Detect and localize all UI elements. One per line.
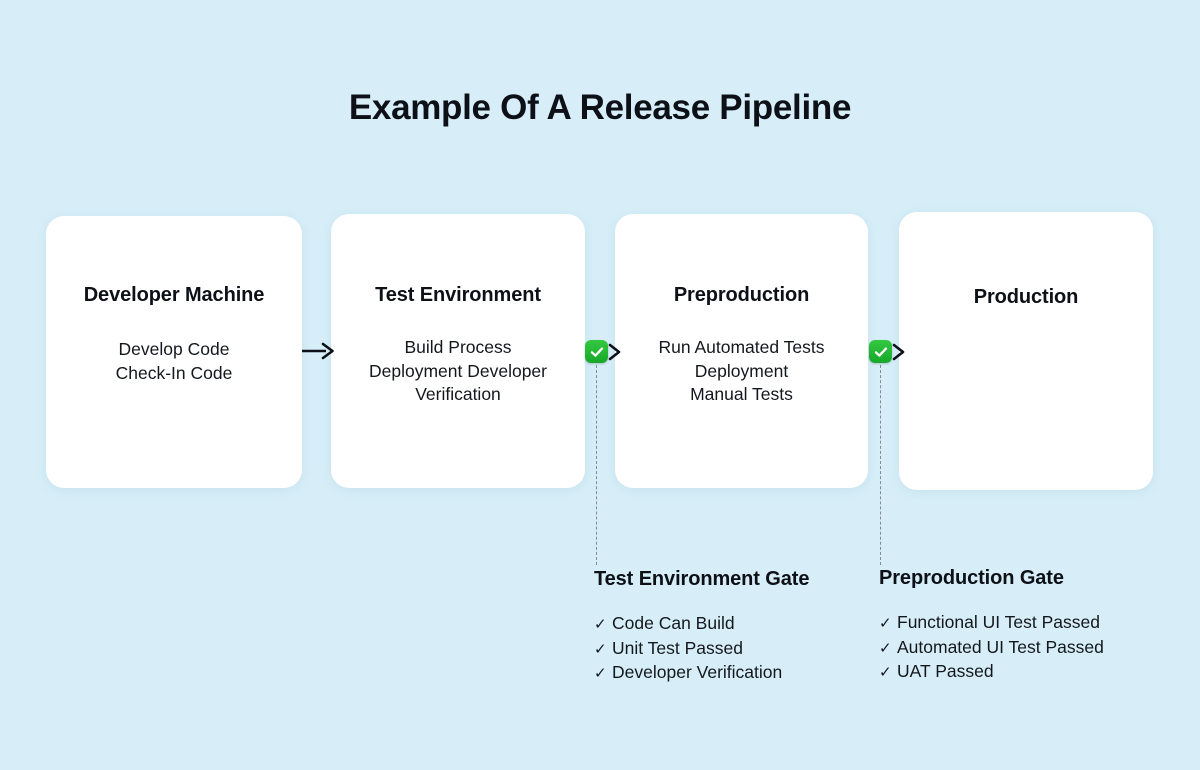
gate-checklist-item: ✓ Automated UI Test Passed [879, 636, 1104, 661]
gate-checklist-item-label: Code Can Build [612, 613, 735, 633]
gate-checklist-item: ✓ Functional UI Test Passed [879, 611, 1104, 636]
check-icon: ✓ [879, 639, 892, 657]
dashed-connector-test-environment-gate [596, 365, 597, 565]
stage-title: Preproduction [673, 284, 810, 306]
gate-checklist-item-label: UAT Passed [897, 661, 994, 681]
stage-card-developer-machine: Developer Machine Develop Code Check-In … [46, 216, 302, 488]
arrow-right-icon [892, 343, 905, 360]
gate-details-preproduction: Preproduction Gate ✓ Functional UI Test … [879, 567, 1104, 685]
gate-checklist-item-label: Unit Test Passed [612, 637, 743, 658]
dashed-connector-preproduction-gate [880, 365, 881, 565]
gate-checklist-item-label: Functional UI Test Passed [897, 612, 1100, 632]
stage-title: Developer Machine [83, 284, 265, 306]
gate-details-test-environment: Test Environment Gate ✓ Code Can Build ✓… [594, 568, 809, 686]
gate-checklist-item-label: Automated UI Test Passed [897, 636, 1104, 657]
gate-checklist-item: ✓ Unit Test Passed [594, 637, 809, 662]
green-check-badge-icon [869, 340, 892, 363]
gate-heading: Test Environment Gate [594, 568, 810, 590]
gate-marker-preproduction [869, 340, 906, 363]
gate-checklist: ✓ Functional UI Test Passed ✓ Automated … [879, 611, 1104, 685]
page-title: Example Of A Release Pipeline [348, 88, 852, 127]
stage-card-preproduction: Preproduction Run Automated Tests Deploy… [615, 214, 868, 488]
stage-body: Run Automated Tests Deployment Manual Te… [658, 337, 825, 404]
stage-title: Test Environment [375, 284, 541, 306]
gate-checklist-item-label: Developer Verification [612, 662, 783, 682]
gate-checklist-item: ✓ Code Can Build [594, 612, 809, 637]
arrow-right-icon [302, 342, 334, 360]
arrow-right-icon [608, 343, 621, 360]
gate-checklist-item: ✓ UAT Passed [879, 660, 1104, 685]
check-icon [874, 346, 887, 357]
check-icon: ✓ [594, 640, 607, 658]
check-icon [590, 346, 603, 357]
stage-card-production: Production [899, 212, 1153, 490]
stage-title: Production [973, 286, 1079, 308]
gate-marker-test-environment [585, 340, 622, 363]
gate-checklist: ✓ Code Can Build ✓ Unit Test Passed ✓ De… [594, 612, 809, 686]
check-icon: ✓ [594, 616, 607, 633]
check-icon: ✓ [594, 665, 607, 682]
gate-checklist-item: ✓ Developer Verification [594, 661, 809, 686]
green-check-badge-icon [585, 340, 608, 363]
stage-card-test-environment: Test Environment Build Process Deploymen… [331, 214, 585, 488]
check-icon: ✓ [879, 615, 892, 632]
gate-heading: Preproduction Gate [879, 567, 1064, 589]
stage-body: Develop Code Check-In Code [115, 339, 233, 383]
stage-body: Build Process Deployment Developer Verif… [368, 337, 547, 404]
check-icon: ✓ [879, 664, 892, 681]
